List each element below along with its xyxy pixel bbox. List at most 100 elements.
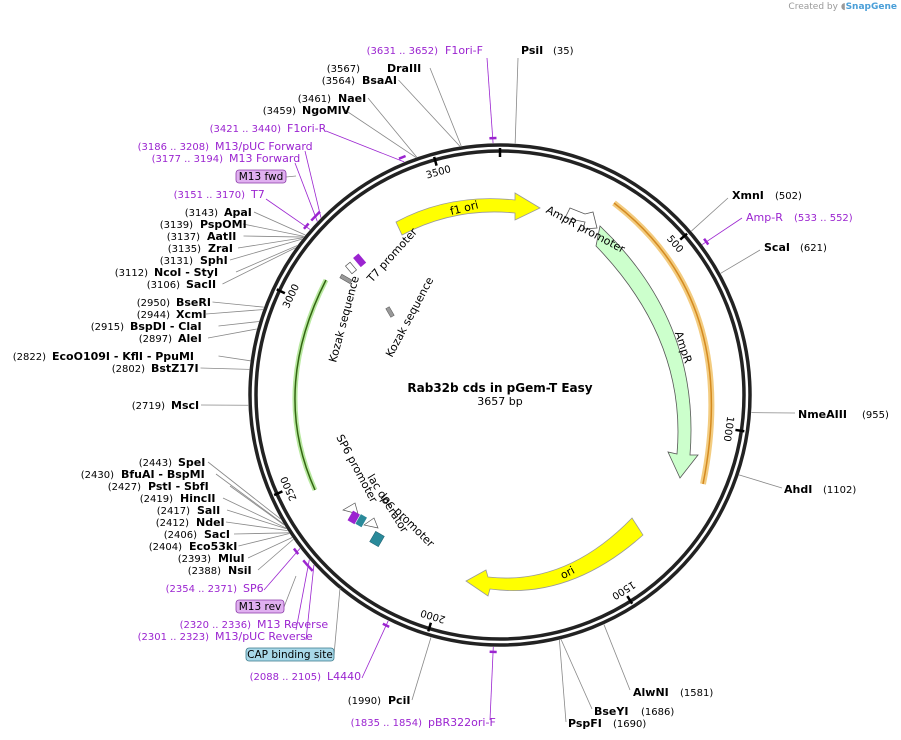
boxed-feature-0: M13 fwd <box>235 169 297 184</box>
primer-name: F1ori-F <box>445 44 483 57</box>
primer-marker-9 <box>382 622 390 628</box>
backbone-outer-ring <box>248 143 752 647</box>
enzyme-left-label-6: (3137) AatII <box>167 230 237 243</box>
enzyme-right-label-2: ScaI(621) <box>764 241 827 254</box>
enzyme-left-name: AatII <box>207 230 236 243</box>
tick-mark-5 <box>276 288 286 295</box>
primer-marker-7 <box>302 559 309 567</box>
enzyme-left-position: (2802) <box>112 364 145 375</box>
enzyme-right-name: NmeAIII <box>798 408 847 421</box>
enzyme-left-leader-22 <box>226 509 287 530</box>
enzyme-left-position: (2404) <box>149 542 182 553</box>
credit-brand: SnapGene <box>845 2 897 12</box>
credit-prefix: Created by <box>788 2 838 12</box>
enzyme-left-leader-4 <box>253 211 306 236</box>
primer-marker-4 <box>310 214 318 222</box>
enzyme-left-label-1: (3564)BsaAI <box>322 74 397 87</box>
snapgene-credit: Created by ◖SnapGene <box>788 2 897 12</box>
t7-promoter-box <box>353 253 367 268</box>
enzyme-right-leader-8 <box>411 637 432 701</box>
enzyme-left-position: (3131) <box>160 256 193 267</box>
enzyme-left-position: (2897) <box>139 334 172 345</box>
enzyme-left-name: SacII <box>186 278 216 291</box>
primer-name: F1ori-R <box>287 122 327 135</box>
boxed-feature-leader <box>285 175 297 178</box>
enzyme-right-label-7: PspFI(1690) <box>568 717 646 730</box>
enzyme-left-label-16: (2802)BstZ17I <box>112 362 199 375</box>
enzyme-left-name: SpeI <box>178 456 205 469</box>
enzyme-left-name: BfuAI - BspMI <box>121 468 205 481</box>
ori-arrow <box>465 517 644 597</box>
enzyme-right-name: PsiI <box>521 44 543 57</box>
enzyme-right-label-0: PsiI(35) <box>521 44 574 57</box>
enzyme-right-name: ScaI <box>764 241 790 254</box>
enzyme-left-position: (3112) <box>115 268 148 279</box>
enzyme-right-label-3: NmeAIII(955) <box>798 408 889 421</box>
enzyme-right-position: (1102) <box>823 485 856 496</box>
enzyme-right-name: AhdI <box>784 483 812 496</box>
sp6-promoter-arrow <box>342 502 359 515</box>
enzyme-right-leader-7 <box>559 639 567 723</box>
enzyme-left-leader-6 <box>243 235 304 238</box>
lac-operator-box <box>355 514 367 528</box>
enzyme-left-position: (2443) <box>139 458 172 469</box>
enzyme-left-label-22: (2417)SalI <box>157 504 220 517</box>
boxed-feature-leader <box>333 587 341 656</box>
enzyme-left-label-0: (3567)DraIII <box>327 62 422 75</box>
enzyme-right-name: BseYI <box>594 705 628 718</box>
enzyme-left-label-19: (2430) BfuAI - BspMI <box>81 468 205 481</box>
tick-mark-6 <box>432 156 438 166</box>
lac-white-arrow <box>363 517 379 529</box>
enzyme-left-leader-7 <box>237 237 304 249</box>
enzyme-left-position: (3459) <box>263 106 296 117</box>
enzyme-left-position: (2393) <box>178 554 211 565</box>
f1-ori-arrow <box>395 192 541 236</box>
enzyme-right-label-1: XmnI(502) <box>732 189 802 202</box>
enzyme-left-label-2: (3461)NaeI <box>298 92 366 105</box>
primer-name: pBR322ori-F <box>428 716 496 729</box>
enzyme-left-leader-20 <box>229 485 285 526</box>
enzyme-left-label-20: (2427)PstI - SbfI <box>108 480 209 493</box>
enzyme-right-name: XmnI <box>732 189 764 202</box>
t7-white-box <box>344 261 358 275</box>
boxed-feature-2: CAP binding site <box>245 587 341 662</box>
enzyme-left-position: (2822) <box>13 352 46 363</box>
enzyme-left-leader-1 <box>398 79 461 147</box>
enzyme-left-name: PstI - SbfI <box>148 480 209 493</box>
primer-marker-8 <box>306 564 314 572</box>
plasmid-length: 3657 bp <box>477 395 522 408</box>
boxed-feature-box <box>245 647 335 662</box>
enzyme-left-name: ApaI <box>224 206 252 219</box>
enzyme-left-leader-0 <box>429 67 462 147</box>
insert-green-arc-core <box>294 279 327 491</box>
leader-lines <box>200 57 796 723</box>
enzyme-left-name: NsiI <box>228 564 252 577</box>
enzyme-left-leader-9 <box>235 245 298 273</box>
tick-label-1: 1000 <box>721 415 736 442</box>
enzyme-left-position: (2430) <box>81 470 114 481</box>
enzyme-left-position: (2719) <box>132 401 165 412</box>
enzyme-left-leader-19 <box>215 473 284 525</box>
enzyme-left-name: SphI <box>200 254 228 267</box>
enzyme-left-position: (3137) <box>167 232 200 243</box>
enzyme-left-label-11: (2950)BseRI <box>137 296 211 309</box>
enzyme-left-name: MscI <box>171 399 199 412</box>
enzyme-left-name: PspOMI <box>200 218 247 231</box>
tick-mark-1 <box>735 428 745 433</box>
enzyme-right-label-6: BseYI(1686) <box>594 705 674 718</box>
primer-label-3: (3186 .. 3208)M13/pUC Forward <box>138 140 313 153</box>
enzyme-left-name: Eco53kI <box>189 540 237 553</box>
enzyme-left-label-26: (2393)MluI <box>178 552 245 565</box>
tick-mark-2 <box>626 595 634 605</box>
enzyme-left-position: (2915) <box>91 322 124 333</box>
tick-mark-3 <box>427 622 433 632</box>
enzyme-left-name: BseRI <box>176 296 211 309</box>
enzyme-left-leader-15 <box>218 355 251 362</box>
enzyme-left-leader-2 <box>367 97 418 158</box>
enzyme-left-leader-26 <box>247 537 293 559</box>
enzyme-right-label-8: (1990)PciI <box>348 694 411 707</box>
boxed-feature-label: M13 fwd <box>239 171 284 183</box>
enzyme-left-position: (3135) <box>168 244 201 255</box>
feature-arcs <box>292 192 715 597</box>
primer-position: (3151 .. 3170) <box>174 190 246 201</box>
